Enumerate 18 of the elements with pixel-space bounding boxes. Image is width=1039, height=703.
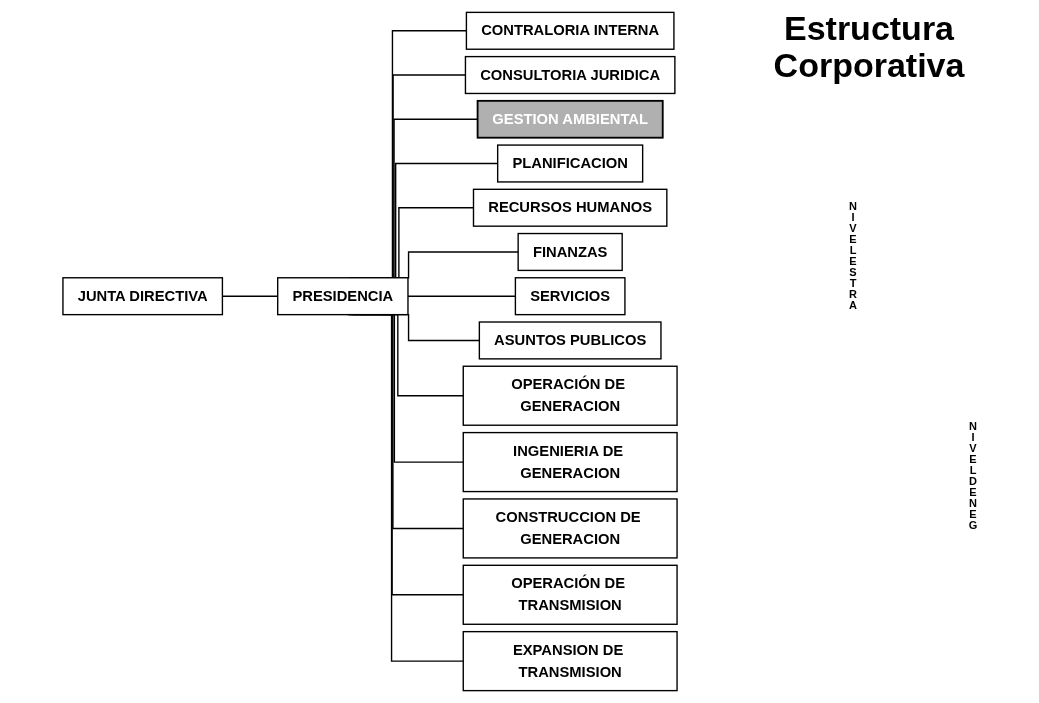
node-box: ASUNTOS PUBLICOS (478, 321, 662, 360)
node-box: OPERACIÓN DE TRANSMISION (462, 564, 678, 625)
node-box: INGENIERIA DE GENERACION (462, 431, 678, 493)
node-box: CONSTRUCCION DE GENERACION (462, 498, 678, 559)
node-box: CONTRALORIA INTERNA (465, 11, 675, 50)
node-box: RECURSOS HUMANOS (472, 188, 668, 227)
vertical-label: NIVELDENEG (967, 420, 979, 530)
node-box: OPERACIÓN DE GENERACION (462, 365, 678, 426)
node-box: GESTION AMBIENTAL (476, 99, 664, 139)
node-box: FINANZAS (517, 232, 623, 272)
node-box: PRESIDENCIA (277, 277, 409, 316)
node-box: CONSULTORIA JURIDICA (464, 55, 676, 95)
node-box: EXPANSION DE TRANSMISION (462, 630, 678, 692)
vertical-label: NIVELESTRA (847, 200, 859, 310)
node-box: JUNTA DIRECTIVA (62, 277, 224, 316)
title: Estructura Corporativa (772, 10, 966, 85)
node-box: PLANIFICACION (497, 144, 644, 183)
node-box: SERVICIOS (514, 277, 626, 316)
